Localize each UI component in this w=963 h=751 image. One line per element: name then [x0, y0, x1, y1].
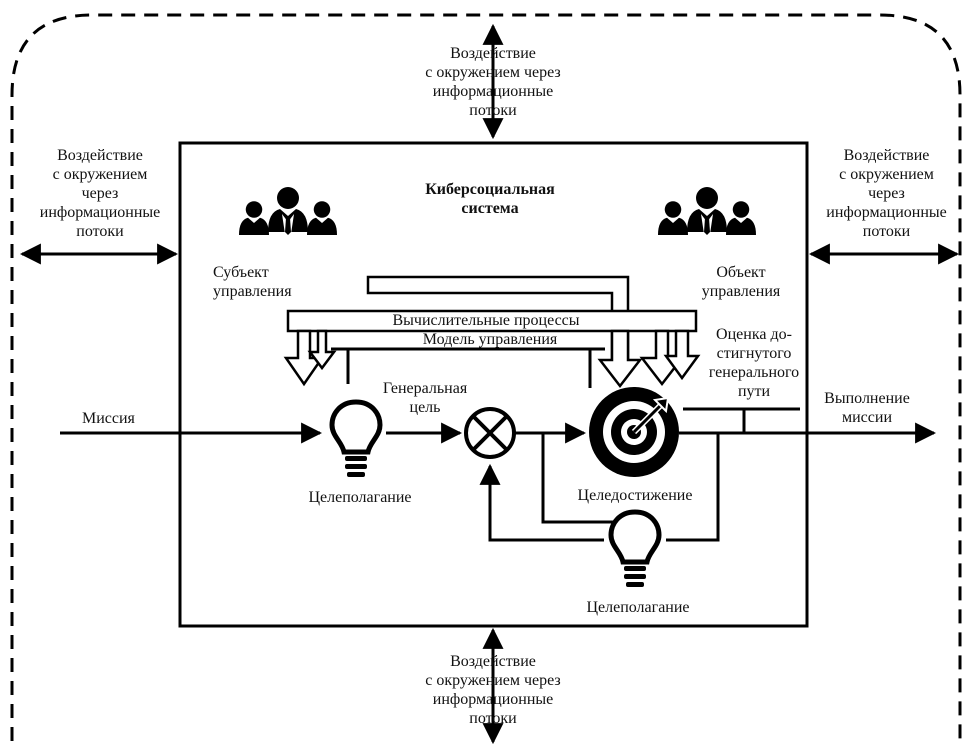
env-label-left: Воздействие с окружением через информаци… — [30, 146, 170, 241]
general-goal-line-2: цель — [409, 399, 441, 416]
env-label-top: Воздействие с окружением через информаци… — [398, 44, 588, 120]
env-top-line-4: потоки — [469, 102, 517, 119]
env-bottom-line-2: с окружением через — [425, 672, 561, 689]
evaluation-line-1: Оценка до- — [716, 326, 792, 343]
hollow-arrow-left-2 — [307, 329, 337, 371]
env-right-line-4: информационные — [826, 204, 947, 221]
feedback-loop — [666, 433, 720, 542]
subject-label: Субъект управления — [213, 263, 292, 301]
env-bottom-line-3: информационные — [432, 691, 554, 708]
hollow-arrow-mid — [597, 329, 643, 389]
env-right-line-2: с окружением — [839, 166, 934, 183]
general-goal-label: Генеральная цель — [370, 379, 480, 417]
env-left-line-2: с окружением — [52, 166, 148, 183]
object-line-2: управления — [701, 283, 781, 300]
mission-execution-line-2: миссии — [841, 409, 892, 426]
system-title: Киберсоциальная система — [405, 180, 575, 218]
hollow-arrow-right-2 — [663, 329, 701, 381]
object-line-1: Объект — [716, 264, 766, 281]
env-right-line-1: Воздействие — [843, 147, 930, 164]
object-people-icon — [658, 187, 756, 235]
mission-execution-label: Выполнение миссии — [812, 389, 922, 427]
system-title-line-1: Киберсоциальная — [425, 181, 555, 198]
control-model-label: Модель управления — [422, 331, 558, 348]
object-label: Объект управления — [686, 263, 796, 301]
target-icon — [589, 387, 679, 477]
hollow-arrow-left-1 — [283, 329, 325, 387]
system-box — [178, 141, 809, 628]
evaluation-line-4: пути — [737, 383, 771, 400]
evaluation-line-3: генерального — [708, 364, 800, 381]
env-left-line-1: Воздействие — [57, 147, 143, 164]
subject-line-1: Субъект — [213, 264, 269, 281]
env-bottom-line-1: Воздействие — [450, 653, 536, 670]
computing-processes-bar — [286, 309, 698, 333]
env-bottom-line-4: потоки — [469, 710, 517, 727]
general-goal-line-1: Генеральная — [382, 380, 468, 397]
hollow-arrow-right-1 — [639, 329, 685, 387]
env-label-bottom: Воздействие с окружением через информаци… — [398, 652, 588, 728]
env-left-line-4: информационные — [39, 204, 161, 221]
env-left-line-5: потоки — [76, 223, 124, 240]
env-left-line-3: через — [81, 185, 119, 202]
env-top-line-3: информационные — [432, 83, 554, 100]
computing-processes-label: Вычислительные процессы — [392, 312, 580, 329]
env-top-line-2: с окружением через — [425, 64, 561, 81]
subject-people-icon — [239, 187, 337, 235]
environment-boundary — [10, 13, 962, 741]
env-right-line-5: потоки — [862, 223, 911, 240]
goal-achievement-label: Целедостижение — [577, 487, 693, 504]
env-right-line-3: через — [868, 185, 905, 202]
goal-setting-label-1: Целеполагание — [308, 489, 412, 506]
goal-setting-bulb-icon-2 — [611, 512, 659, 587]
mission-execution-line-1: Выполнение — [824, 390, 910, 407]
subject-line-2: управления — [213, 283, 292, 300]
mission-label: Миссия — [82, 410, 135, 427]
env-label-right: Воздействие с окружением через информаци… — [814, 146, 959, 241]
evaluation-label: Оценка до- стигнутого генерального пути — [700, 325, 808, 401]
goal-setting-label-2: Целеполагание — [586, 599, 690, 616]
evaluation-line-2: стигнутого — [716, 345, 792, 362]
system-title-line-2: система — [461, 200, 519, 217]
env-top-line-1: Воздействие — [450, 45, 536, 62]
